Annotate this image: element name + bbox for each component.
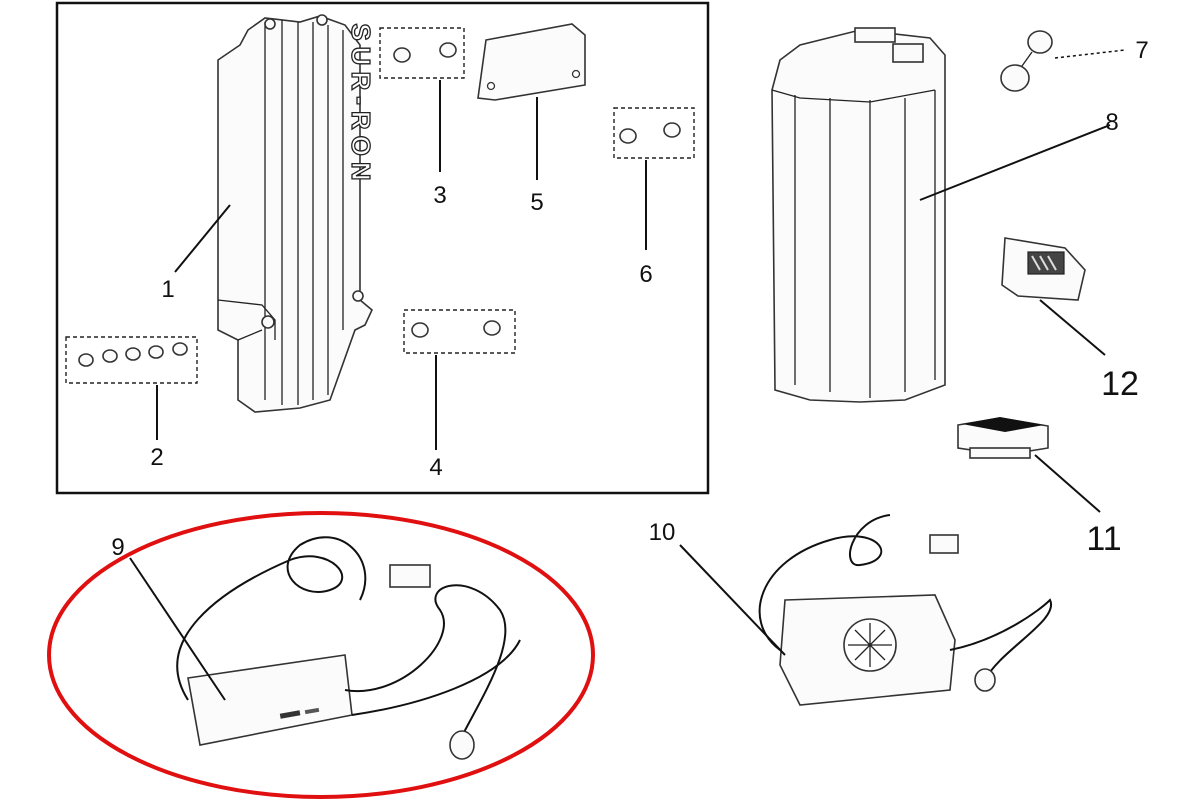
callout-2: 2 [150,444,163,471]
callout-9: 9 [111,534,124,561]
bolt-pair-3[interactable] [379,27,465,79]
callout-3: 3 [433,182,446,209]
battery-pack-8[interactable] [771,27,946,403]
callout-7: 7 [1135,37,1148,64]
callout-5: 5 [530,189,543,216]
charger-fan-10[interactable] [758,514,1053,706]
leader-lines [129,49,1126,701]
callout-4: 4 [429,454,442,481]
controller-group-frame [55,1,710,495]
bolt-set-2[interactable] [65,336,198,384]
module-11[interactable] [957,417,1049,459]
callout-12: 12 [1101,365,1139,403]
callout-8: 8 [1105,109,1118,136]
rubber-plug-7[interactable] [1000,30,1053,92]
bolt-pair-6[interactable] [613,107,695,159]
controller-housing[interactable]: SUR-RON [217,14,377,413]
bolt-pair-4[interactable] [403,309,516,354]
callout-11: 11 [1086,520,1121,558]
charger-9[interactable] [176,536,521,760]
callout-6: 6 [639,261,652,288]
bracket-12[interactable] [1001,237,1086,301]
callout-1: 1 [161,276,174,303]
cover-plate-5[interactable] [477,23,586,101]
brand-lettering: SUR-RON [346,23,376,186]
callout-10: 10 [649,519,676,546]
highlight-ellipse [47,511,595,799]
